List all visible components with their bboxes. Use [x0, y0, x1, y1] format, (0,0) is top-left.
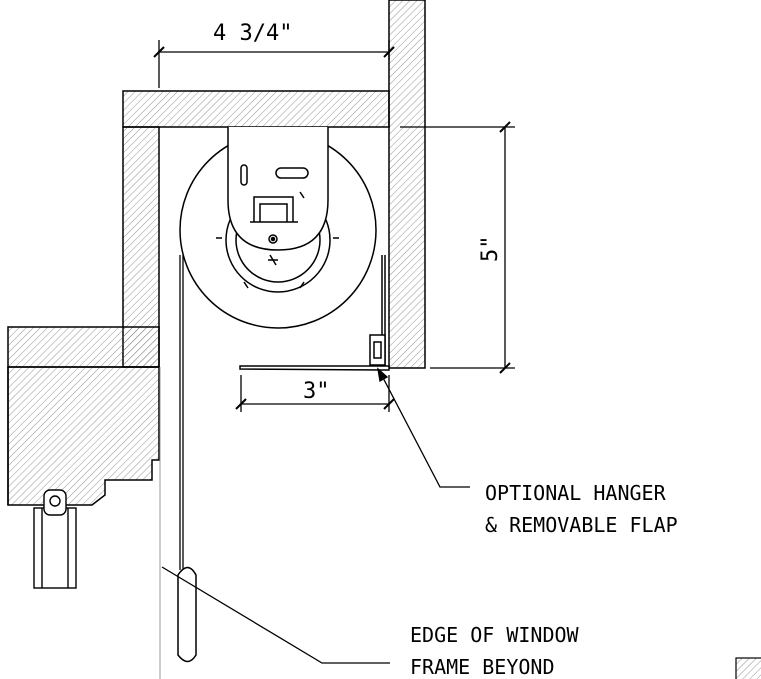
bottom-left-hardware	[33, 489, 77, 589]
dimension-right-label: 5"	[478, 236, 503, 263]
callout-window-line2: FRAME BEYOND	[410, 655, 555, 679]
bottom-bar	[177, 566, 197, 663]
dimension-top	[153, 40, 395, 88]
callout-window-line1: EDGE OF WINDOW	[410, 623, 580, 647]
dimension-bottom	[235, 375, 395, 412]
hub-marks	[216, 191, 339, 289]
hanger-flap	[239, 255, 390, 371]
wall	[388, 0, 426, 369]
leader-hanger	[377, 367, 470, 488]
dimension-right	[400, 121, 515, 374]
dimension-bottom-label: 3"	[303, 379, 330, 404]
callout-hanger-line1: OPTIONAL HANGER	[485, 481, 667, 505]
window-trim	[7, 326, 160, 506]
bottom-right-partial-block	[735, 657, 761, 679]
dimension-top-label: 4 3/4"	[213, 21, 292, 46]
leader-window-edge	[161, 566, 390, 664]
callout-hanger-line2: & REMOVABLE FLAP	[485, 513, 678, 537]
shade-fabric	[179, 255, 184, 570]
roller-assembly	[179, 127, 377, 329]
